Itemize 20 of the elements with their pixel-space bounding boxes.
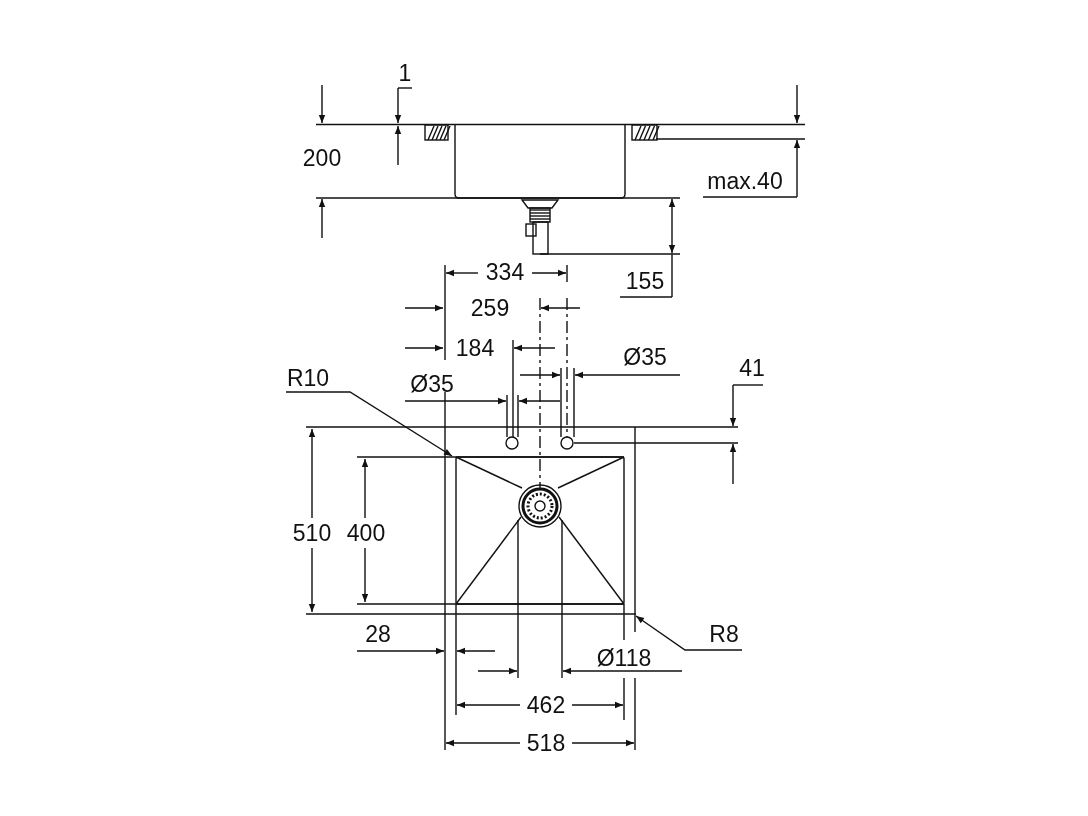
dimension-value: Ø35 xyxy=(623,344,667,370)
dimension-value: Ø35 xyxy=(410,371,454,397)
radius-label: R10 xyxy=(286,365,330,391)
dimension-value: 334 xyxy=(485,259,525,285)
dimension-value: 184 xyxy=(455,335,495,361)
dimension-value: 259 xyxy=(470,295,510,321)
dimension-value: 155 xyxy=(625,268,665,294)
leader-line xyxy=(285,391,453,457)
dimension-value: Ø118 xyxy=(596,645,652,671)
dimension-value: 200 xyxy=(302,145,342,171)
dimension-value: 28 xyxy=(365,621,391,647)
dimension-value: 1 xyxy=(398,60,412,86)
radius-label: R8 xyxy=(709,621,739,647)
dimension-value: max.40 xyxy=(707,168,783,194)
leader-line xyxy=(635,615,743,651)
dimension-value: 518 xyxy=(526,730,566,756)
dimension-value: 41 xyxy=(739,355,765,381)
dimension-value: 510 xyxy=(292,520,332,546)
dimension-value: 462 xyxy=(526,692,566,718)
dimension-value: 400 xyxy=(346,520,386,546)
